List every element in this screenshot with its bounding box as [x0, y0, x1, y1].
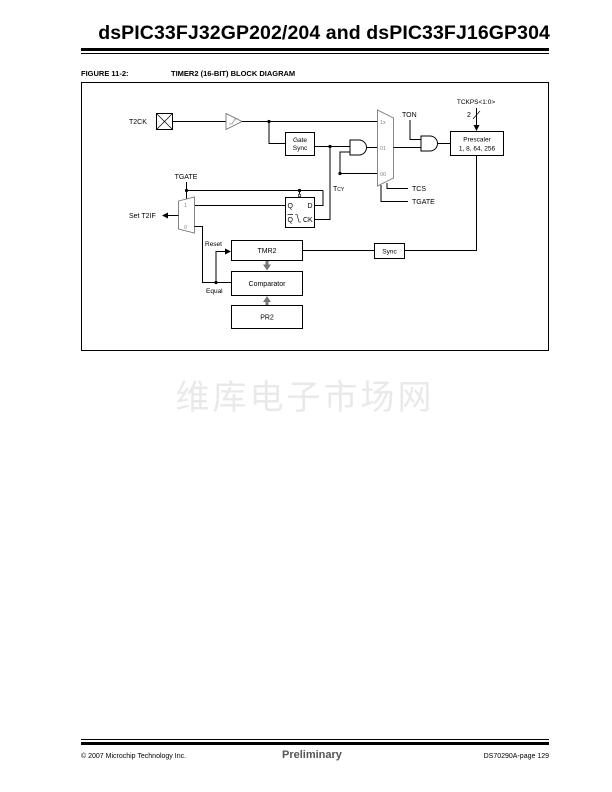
t2ck-pin-icon [156, 113, 173, 130]
footer-rule-thin [81, 739, 549, 740]
wire-junction-gate-sync [268, 121, 285, 144]
wire-prescaler-sync [404, 155, 477, 251]
figure-caption: TIMER2 (16-BIT) BLOCK DIAGRAM [171, 69, 296, 78]
gate-sync-label-2: Sync [293, 145, 308, 152]
gate-sync-block [285, 132, 315, 156]
clock-source-mux [377, 109, 394, 187]
bus-width-slash [472, 110, 481, 120]
t2ck-label: T2CK [129, 119, 147, 126]
footer-status: Preliminary [282, 749, 342, 761]
tckps-label: TCKPS<1:0> [457, 99, 496, 106]
d-flip-flop [285, 197, 315, 228]
tcy-label: TCY [333, 186, 345, 193]
prescaler-label-1: Prescaler [463, 137, 491, 144]
footer-copyright: © 2007 Microchip Technology Inc. [81, 753, 187, 760]
tmr2-register [231, 240, 303, 261]
tmr2-to-comparator-arrow-icon [263, 261, 271, 271]
ff-qbar-label: Q [288, 217, 294, 224]
junction-dot [338, 171, 342, 176]
mux-input-01: 01 [380, 146, 386, 152]
mux-left-input-0: 0 [184, 225, 187, 231]
pr2-register [231, 305, 303, 329]
prescaler-label-2: 1, 8, 64, 256 [459, 146, 496, 153]
pr2-label: PR2 [260, 315, 274, 322]
wire-equal-mux-0 [194, 226, 231, 283]
tmr2-label: TMR2 [257, 248, 276, 255]
header-rule-thin [81, 53, 549, 54]
header-rule-thick [81, 48, 549, 51]
wire-tgate-select [380, 185, 408, 202]
ff-falling-edge-icon [295, 214, 301, 223]
footer-rule-thick [81, 742, 549, 745]
watermark: 维库电子市场网 [175, 378, 435, 418]
wire-tcs [386, 183, 408, 189]
set-t2if-label: Set T2IF [129, 213, 156, 220]
wire-tcy-and [339, 151, 350, 174]
ff-d-label: D [308, 203, 313, 210]
tgate-mux-label: TGATE [412, 199, 435, 206]
comparator-label: Comparator [249, 281, 287, 288]
ton-label: TON [402, 112, 417, 119]
footer-page-number: DS70290A-page 129 [483, 753, 549, 760]
wire-gate-sync-ck [314, 146, 331, 220]
and-gate-icon [349, 139, 367, 156]
and-gate-ton-icon [420, 135, 438, 152]
sync-label: Sync [382, 249, 397, 256]
reset-label: Reset [205, 241, 222, 248]
ff-clear-bubble [297, 193, 302, 198]
schmitt-buffer-icon [225, 112, 243, 131]
figure-label: FIGURE 11-2: [81, 69, 129, 78]
gate-sync-label-1: Gate [293, 137, 307, 144]
comparator-block [231, 271, 303, 296]
mux-input-00: 00 [380, 172, 386, 178]
tcs-label: TCS [412, 186, 426, 193]
equal-label: Equal [206, 288, 223, 295]
ff-ck-label: CK [303, 217, 313, 224]
mux-input-1x: 1x [380, 120, 386, 126]
wire-ton [409, 120, 421, 140]
tgate-top-label: TGATE [175, 174, 198, 181]
wire-reset [215, 248, 231, 283]
pr2-to-comparator-arrow-icon [263, 296, 271, 305]
ff-q-label: Q [288, 203, 294, 210]
tckps-width-label: 2 [467, 112, 471, 119]
figure-frame [81, 82, 549, 351]
prescaler-block [450, 131, 504, 156]
t2if-mux [178, 196, 195, 234]
wire-ff-d [314, 190, 324, 206]
document-title: dsPIC33FJ32GP202/204 and dsPIC33FJ16GP30… [98, 22, 550, 44]
mux-left-input-1: 1 [184, 203, 187, 209]
